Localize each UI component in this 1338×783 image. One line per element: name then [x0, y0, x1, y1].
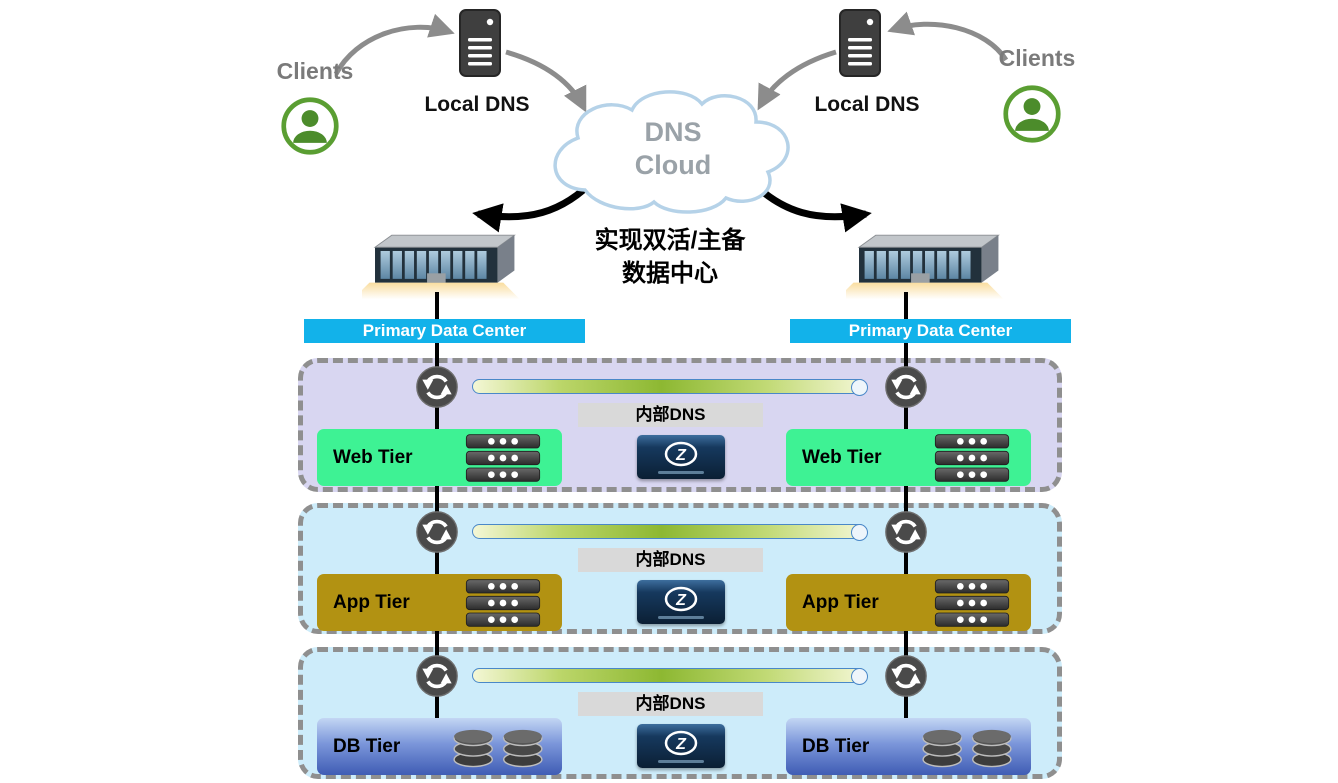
tier-box-label: Web Tier: [333, 446, 413, 468]
appliance-text-strip: [658, 471, 704, 474]
appliance-text-strip: [658, 616, 704, 619]
zdns-logo-icon: Z: [664, 441, 698, 467]
database-stack-icon: [922, 728, 1012, 767]
db-tier-box-right: DB Tier: [786, 718, 1031, 775]
tier-box-label: Web Tier: [802, 446, 882, 468]
zdns-logo-icon: Z: [664, 730, 698, 756]
server-stack-icon: [458, 578, 548, 628]
appliance-text-strip: [658, 760, 704, 763]
zdns-appliance: Z: [637, 724, 725, 768]
db-tier-box-left: DB Tier: [317, 718, 562, 775]
datacenter-building-icon-right: [846, 226, 1004, 302]
sync-icon: [415, 365, 459, 409]
primary-dc-label-right: Primary Data Center: [790, 319, 1071, 343]
zdns-appliance: Z: [637, 435, 725, 479]
local-dns-label-left: Local DNS: [424, 93, 530, 116]
caption-line2: 数据中心: [622, 260, 718, 287]
internal-dns-label: 内部DNS: [578, 692, 763, 716]
svg-text:Z: Z: [675, 736, 687, 753]
tier-box-label: DB Tier: [802, 735, 870, 757]
dns-cloud-line2: Cloud: [634, 150, 712, 180]
sync-icon: [415, 654, 459, 698]
web-tier-zone: 内部DNS Web Tier Web Tier Z: [298, 358, 1062, 492]
internal-dns-label: 内部DNS: [578, 403, 763, 427]
client-person-icon-right: [1002, 84, 1062, 144]
arrow-cloud-to-dc-left: [472, 175, 599, 233]
local-dns-label-right: Local DNS: [814, 93, 920, 116]
server-stack-icon: [927, 433, 1017, 483]
app-tier-box-left: App Tier: [317, 574, 562, 631]
replication-pipe: [472, 378, 868, 396]
zdns-logo-icon: Z: [664, 586, 698, 612]
tier-box-label: App Tier: [333, 591, 410, 613]
dns-cloud-line1: DNS: [644, 117, 702, 147]
sync-icon: [415, 510, 459, 554]
local-dns-server-icon-right: [838, 8, 882, 78]
primary-dc-label-left: Primary Data Center: [304, 319, 585, 343]
local-dns-server-icon-left: [458, 8, 502, 78]
client-person-icon-left: [280, 96, 340, 156]
server-stack-icon: [927, 578, 1017, 628]
sync-icon: [884, 365, 928, 409]
datacenter-building-icon-left: [362, 226, 520, 302]
sync-icon: [884, 654, 928, 698]
database-stack-icon: [453, 728, 543, 767]
replication-pipe: [472, 667, 868, 685]
clients-label-right: Clients: [998, 45, 1076, 71]
clients-label-left: Clients: [276, 58, 354, 84]
arrow-cloud-to-dc-right: [745, 175, 872, 233]
server-stack-icon: [458, 433, 548, 483]
dns-cloud-label: DNS Cloud: [598, 116, 748, 182]
svg-text:Z: Z: [675, 447, 687, 464]
sync-icon: [884, 510, 928, 554]
zdns-appliance: Z: [637, 580, 725, 624]
svg-text:Z: Z: [675, 592, 687, 609]
app-tier-zone: 内部DNS App Tier App Tier Z: [298, 503, 1062, 634]
web-tier-box-left: Web Tier: [317, 429, 562, 486]
db-tier-zone: 内部DNS DB Tier DB Tier Z: [298, 647, 1062, 779]
replication-pipe: [472, 523, 868, 541]
app-tier-box-right: App Tier: [786, 574, 1031, 631]
internal-dns-label: 内部DNS: [578, 548, 763, 572]
web-tier-box-right: Web Tier: [786, 429, 1031, 486]
tier-box-label: DB Tier: [333, 735, 401, 757]
caption-line1: 实现双活/主备: [594, 227, 746, 254]
tier-box-label: App Tier: [802, 591, 879, 613]
diagram-caption: 实现双活/主备 数据中心: [555, 224, 785, 290]
